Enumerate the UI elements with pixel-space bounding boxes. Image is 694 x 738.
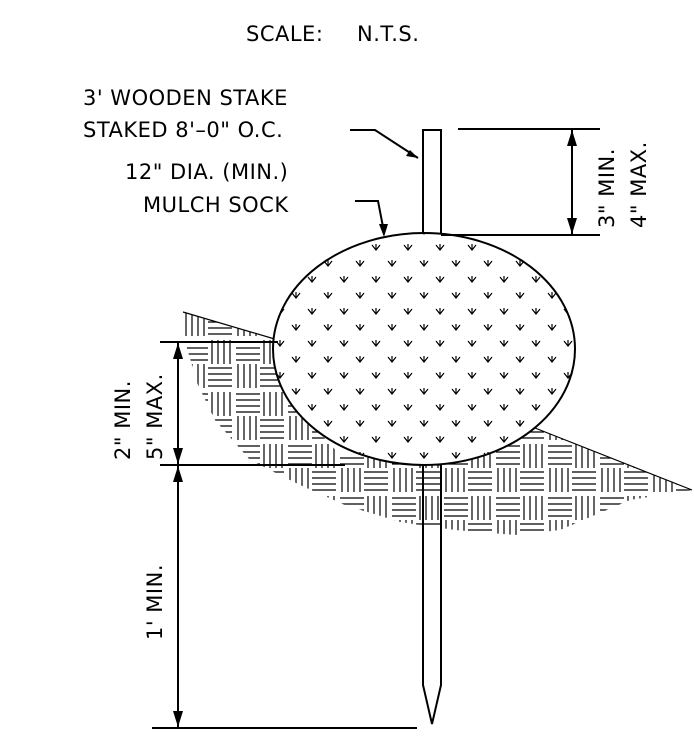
stake-leader-arrow	[406, 150, 418, 158]
scale-label: SCALE:	[246, 22, 323, 46]
dim-embed-max: 5" MAX.	[143, 373, 167, 460]
dim-depth: 1' MIN.	[143, 564, 167, 640]
sock-leader	[355, 200, 385, 233]
stake-leader	[350, 129, 419, 159]
stake-callout-line2: STAKED 8'–0" O.C.	[83, 118, 283, 142]
sock-callout-line2: MULCH SOCK	[143, 193, 289, 217]
dim-embedment: 2" MIN. 5" MAX.	[111, 341, 345, 466]
stake-callout: 3' WOODEN STAKE STAKED 8'–0" O.C.	[83, 86, 419, 159]
dim-exposed-min: 3" MIN.	[595, 148, 619, 228]
sock-leader-arrow	[379, 224, 388, 237]
sock-callout: 12" DIA. (MIN.) MULCH SOCK	[125, 160, 388, 237]
dim-embed-min: 2" MIN.	[111, 380, 135, 460]
soil-section	[182, 311, 693, 535]
sock-callout-line1: 12" DIA. (MIN.)	[125, 160, 288, 184]
dim-stake-exposure: 3" MIN. 4" MAX.	[441, 128, 651, 236]
wooden-stake	[422, 129, 442, 725]
dim-stake-depth: 1' MIN.	[143, 465, 417, 729]
mulch-sock	[272, 232, 576, 466]
scale-value: N.T.S.	[357, 22, 419, 46]
stake-callout-line1: 3' WOODEN STAKE	[83, 86, 288, 110]
dim-exposed-max: 4" MAX.	[627, 141, 651, 228]
